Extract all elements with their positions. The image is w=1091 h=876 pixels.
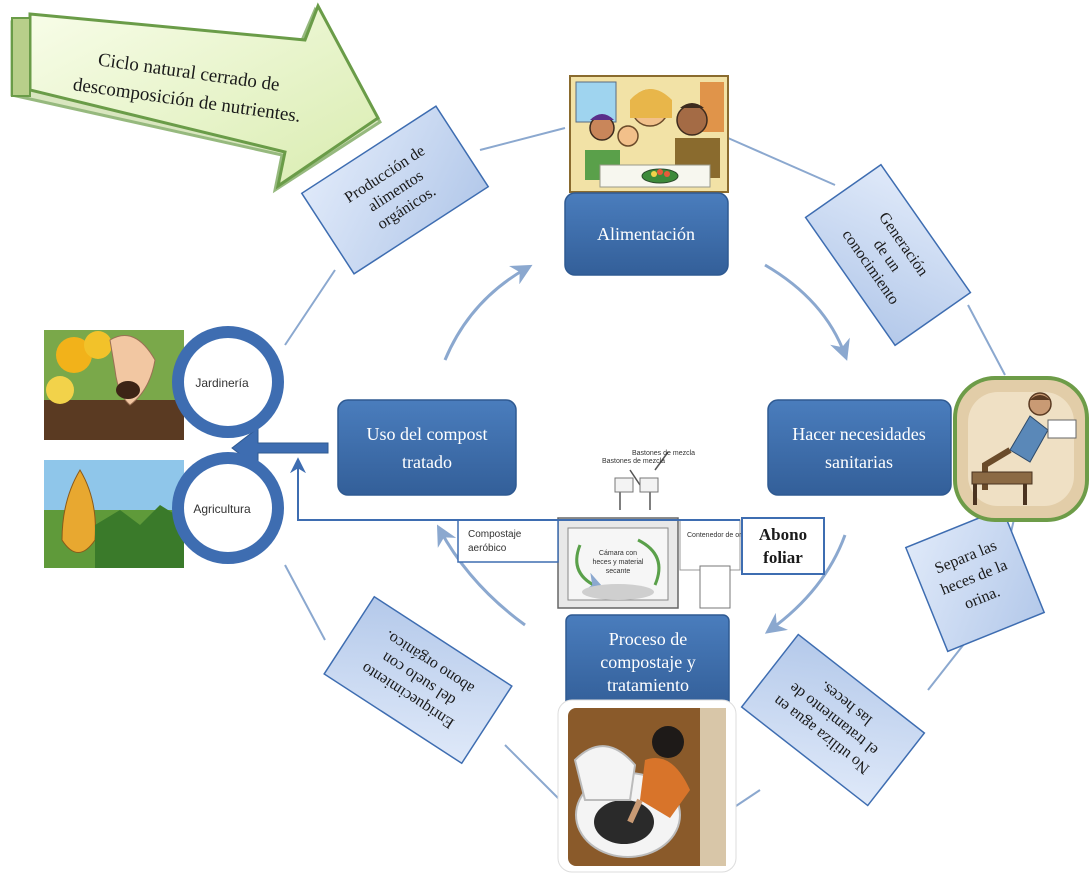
- node-alimentacion-label: Alimentación: [597, 224, 695, 244]
- connector-enriquecimiento-agricultura: [284, 564, 326, 641]
- arrow-uso-to-alimentacion: [443, 264, 533, 361]
- toilet-illustration: [953, 376, 1089, 522]
- node-uso-label-1: Uso del compost: [367, 424, 488, 444]
- family-dinner-illustration: [569, 75, 729, 193]
- arrow-alimentacion-to-hacer: [764, 263, 850, 361]
- arrow-hacer-to-proceso: [764, 534, 847, 634]
- compost-inner-label-1: Cámara con: [599, 550, 637, 557]
- compost-label-top-2: Bastones de mezcla: [632, 450, 695, 457]
- node-uso-compost: Uso del compost tratado: [337, 399, 517, 496]
- inner-cycle-arrows: [436, 263, 850, 634]
- arrow-proceso-to-uso: [436, 524, 526, 627]
- node-hacer-label-2: sanitarias: [825, 452, 893, 472]
- title-banner-arrow: Ciclo natural cerrado de descomposición …: [10, 2, 383, 194]
- composting-label-2: aeróbico: [468, 543, 507, 554]
- composting-aerobic-label: Compostaje aeróbico: [457, 519, 559, 563]
- jardineria-use: Jardinería: [44, 326, 284, 440]
- node-proceso-label-3: tratamiento: [607, 675, 689, 695]
- callout-generacion: Generación de un conocimiento: [804, 163, 972, 347]
- callout-enriquecimiento: Enriquecimiento del suelo con abono orgá…: [323, 595, 513, 765]
- compost-inner-label-2: heces y material: [593, 559, 644, 566]
- abono-label-1: Abono: [759, 525, 807, 544]
- compost-inner-label-3: secante: [606, 568, 631, 575]
- agricultura-label: Agricultura: [193, 502, 251, 516]
- node-hacer-necesidades: Hacer necesidades sanitarias: [767, 399, 952, 496]
- composting-label-1: Compostaje: [468, 529, 522, 540]
- node-uso-label-2: tratado: [402, 452, 452, 472]
- jardineria-label: Jardinería: [195, 376, 249, 390]
- compost-label-right: Contenedor de orina: [687, 532, 751, 539]
- callout-no-utiliza: No utiliza agua en el tratamiento de las…: [740, 633, 926, 807]
- connector-produccion-alimentacion: [479, 127, 566, 151]
- connector-generacion-toilet: [967, 304, 1006, 376]
- callout-separa: Separa las heces de la orina.: [904, 507, 1046, 653]
- connector-alimentacion-generacion: [727, 137, 836, 186]
- connector-jardineria-produccion: [284, 269, 336, 346]
- node-proceso-label-1: Proceso de: [609, 629, 687, 649]
- connector-photo-enriquecimiento: [504, 744, 561, 801]
- compost-label-top-1: Bastones de mezcla: [602, 458, 665, 465]
- node-hacer-label-1: Hacer necesidades: [792, 424, 925, 444]
- compost-return-flow: [290, 457, 740, 521]
- abono-foliar-label: Abono foliar: [741, 517, 825, 575]
- node-proceso-compostaje: Proceso de compostaje y tratamiento: [565, 614, 730, 708]
- node-proceso-label-2: compostaje y: [600, 652, 695, 672]
- child-toilet-photo: [557, 699, 737, 873]
- agricultura-use: Agricultura: [44, 452, 284, 568]
- node-alimentacion: Alimentación: [564, 192, 729, 276]
- compost-chamber-diagram: Bastones de mezcla Bastones de mezcla Cá…: [557, 450, 751, 609]
- abono-label-2: foliar: [763, 548, 803, 567]
- callout-produccion: Producción de alimentos orgánicos.: [300, 105, 490, 275]
